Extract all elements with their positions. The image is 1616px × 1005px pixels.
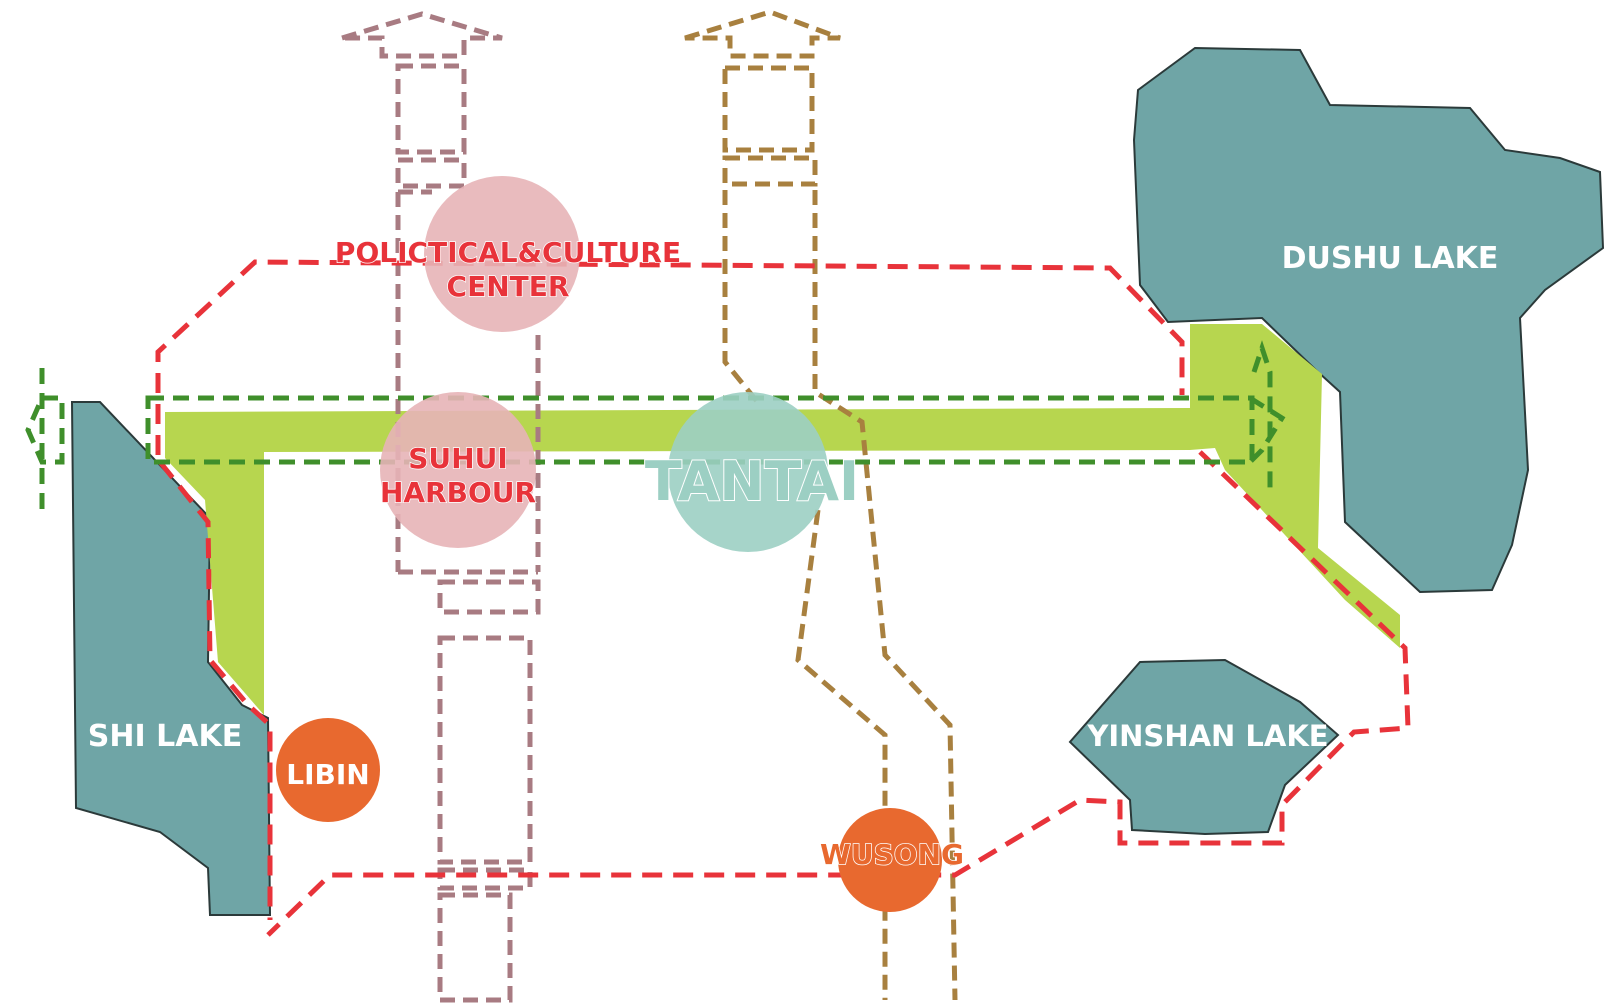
libin-node — [276, 718, 380, 822]
political-culture-node — [424, 176, 580, 332]
red-boundary — [155, 259, 1411, 937]
political-culture-label-line1: POLICTICAL&CULTURE — [335, 236, 681, 269]
yinshan-lake-label: YINSHAN LAKE — [1086, 719, 1328, 753]
dushu-lake-shape — [1132, 46, 1605, 594]
suhui-harbour-node — [380, 392, 536, 548]
green-axis-east-tip — [1251, 340, 1273, 490]
wusong-label: WUSONG — [820, 838, 964, 871]
dushu-lake-label: DUSHU LAKE — [1282, 241, 1499, 276]
political-culture-label-line2: CENTER — [447, 270, 570, 303]
red-boundary-west — [158, 460, 273, 920]
shi-lake-label: SHI LAKE — [88, 719, 242, 754]
mauve-corridor-arrow — [341, 11, 503, 59]
suhui-label-line2: HARBOUR — [380, 476, 536, 509]
tantai-node — [668, 392, 828, 552]
green-axis-west-arrow — [25, 395, 65, 465]
wusong-node — [838, 808, 942, 912]
green-axis-dashed — [25, 340, 1286, 515]
brown-corridor-arrow — [684, 9, 841, 59]
mauve-corridor — [341, 11, 541, 1003]
tantai-label: TANTAI — [645, 450, 859, 513]
yinshan-lake-shape — [1068, 658, 1340, 836]
suhui-label-line1: SUHUI — [408, 442, 508, 475]
libin-label: LIBIN — [286, 758, 369, 791]
